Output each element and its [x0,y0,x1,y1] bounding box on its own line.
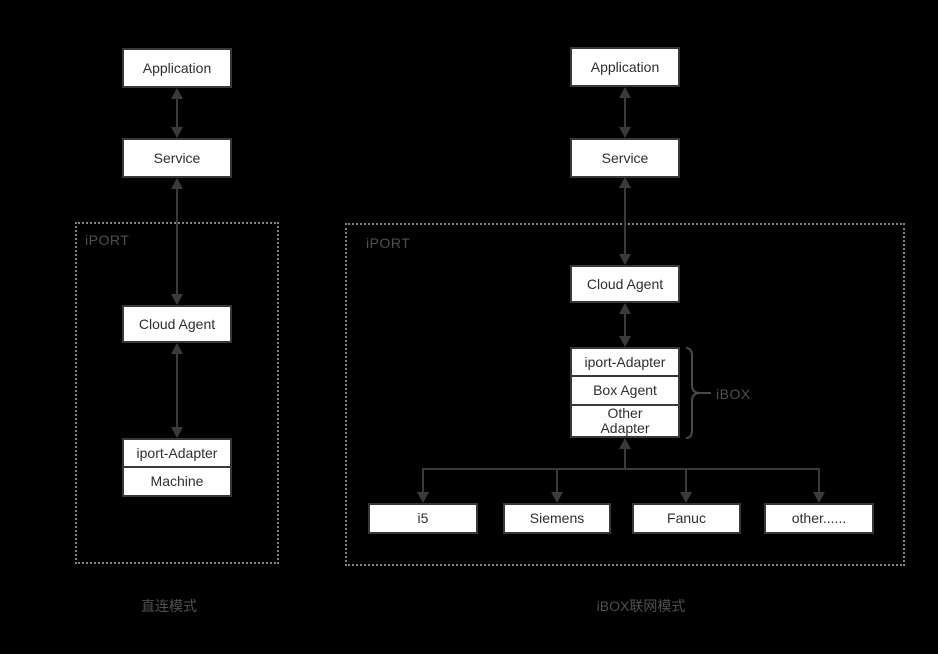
arrowhead-up [619,438,631,449]
node-application-left: Application [122,48,232,88]
arrowhead-down [813,492,825,503]
arrow-bus-siemens [551,468,563,503]
arrow-shaft [624,312,626,338]
arrow-bus-other [813,468,825,503]
arrow-shaft [176,352,178,429]
arrow-shaft [176,187,178,296]
node-box-agent: Box Agent [570,375,680,406]
arrow-shaft [176,97,178,129]
node-machine-left: Machine [122,466,232,497]
node-device-siemens: Siemens [503,503,611,534]
node-service-right: Service [570,138,680,178]
node-iport-adapter-right: iport-Adapter [570,347,680,377]
arrow-shaft [422,468,424,494]
caption-direct-mode: 直连模式 [141,598,197,614]
caption-ibox-network-mode: iBOX联网模式 [596,598,686,614]
ibox-brace [685,347,711,439]
node-iport-adapter-left: iport-Adapter [122,438,232,468]
node-cloud-agent-left: Cloud Agent [122,305,232,343]
arrowhead-down [551,492,563,503]
arrowhead-down [619,127,631,138]
arrowhead-up [171,343,183,354]
arrowhead-up [619,87,631,98]
iport-label-right: iPORT [366,235,411,251]
node-device-i5: i5 [368,503,478,534]
arrow-bus-ibox [619,438,631,469]
arrow-service-cloudagent-right [619,177,631,265]
arrow-cloudagent-ibox-right [619,303,631,347]
device-bus-line [423,468,820,470]
arrowhead-down [680,492,692,503]
arrowhead-down [171,294,183,305]
arrow-application-service-right [619,87,631,138]
node-other-adapter: Other Adapter [570,404,680,438]
arrowhead-up [619,177,631,188]
node-cloud-agent-right: Cloud Agent [570,265,680,303]
node-service-left: Service [122,138,232,178]
arrow-shaft [624,96,626,129]
arrow-shaft [818,468,820,494]
arrowhead-up [171,88,183,99]
arrow-cloudagent-adapter-left [171,343,183,438]
arrow-shaft [624,447,626,469]
arrow-shaft [624,186,626,256]
arrowhead-up [171,178,183,189]
arrow-application-service-left [171,88,183,138]
arrow-shaft [685,468,687,494]
node-device-fanuc: Fanuc [632,503,741,534]
ibox-label: iBOX [716,386,751,402]
arrowhead-down [619,254,631,265]
iport-label-left: iPORT [85,232,130,248]
arrowhead-up [619,303,631,314]
arrowhead-down [417,492,429,503]
arrow-bus-i5 [417,468,429,503]
node-application-right: Application [570,47,680,87]
arrow-shaft [556,468,558,494]
node-device-other: other...... [764,503,874,534]
arrow-service-cloudagent-left [171,178,183,305]
arrowhead-down [171,127,183,138]
arrow-bus-fanuc [680,468,692,503]
arrowhead-down [171,427,183,438]
arrowhead-down [619,336,631,347]
